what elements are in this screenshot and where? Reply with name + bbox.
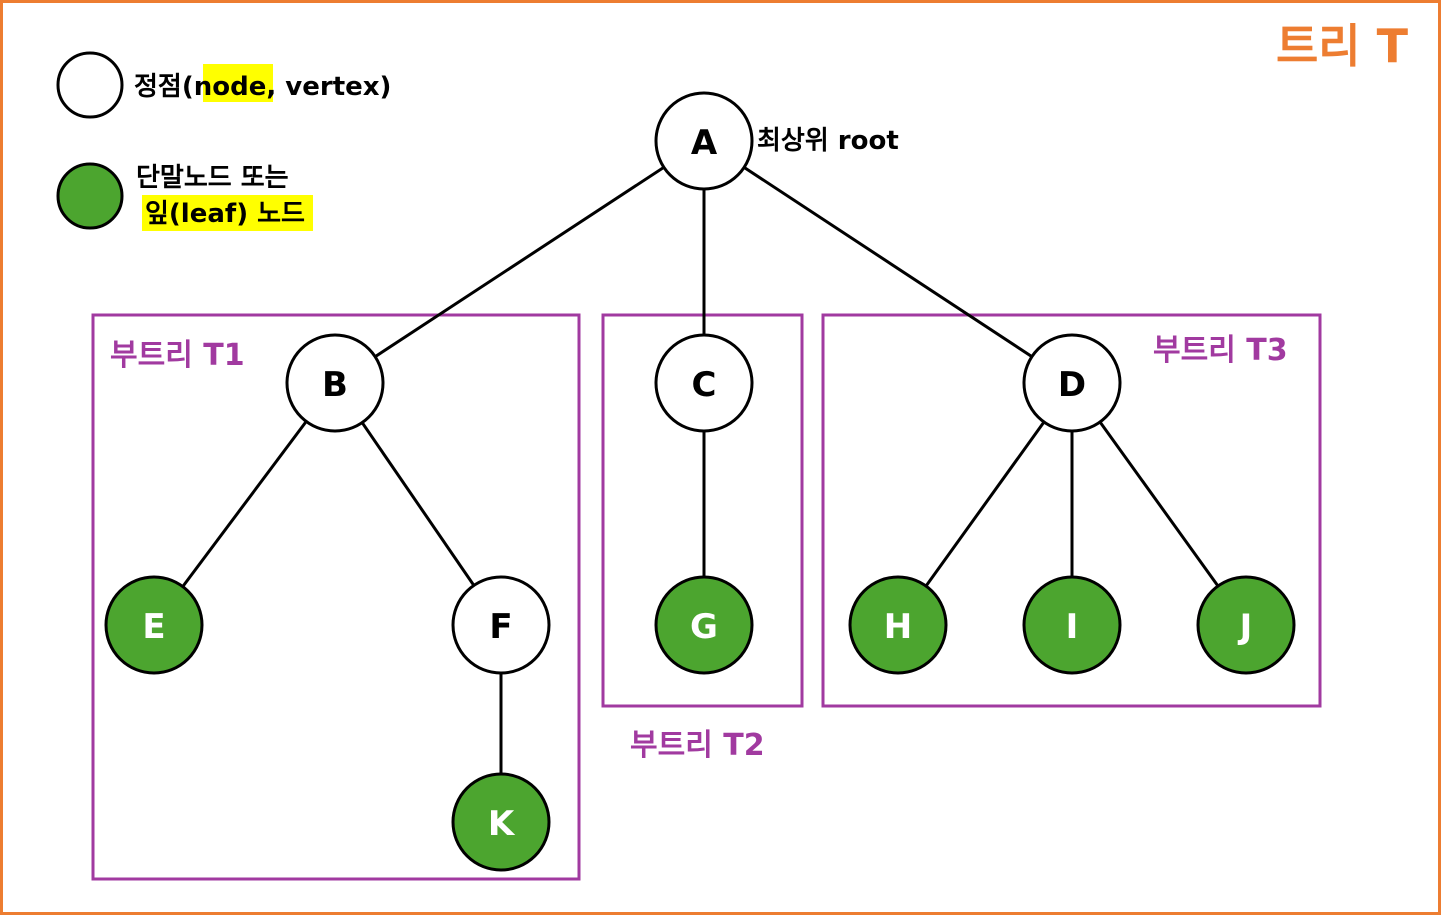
subtree-box-t1 <box>91 313 581 881</box>
node-j: J <box>1196 575 1296 675</box>
node-b: B <box>285 333 385 433</box>
legend-highlight-node <box>203 64 273 102</box>
node-f: F <box>451 575 551 675</box>
node-circle-a <box>654 91 754 191</box>
node-label-a: A <box>691 123 718 163</box>
node-circle-k <box>451 772 551 872</box>
node-label-g: G <box>690 607 718 647</box>
legend-vertex-prefix: 정점( <box>134 72 194 102</box>
edge-b-e <box>152 382 337 626</box>
legend-node-icon <box>56 51 124 119</box>
node-label-f: F <box>489 607 512 647</box>
node-circle-g <box>654 575 754 675</box>
node-circle-i <box>1022 575 1122 675</box>
legend-highlight-leaf <box>142 195 313 231</box>
subtree-label-t2: 부트리 T2 <box>630 728 765 763</box>
legend-leaf-line2: 잎(leaf) 노드 <box>145 199 305 229</box>
node-e: E <box>104 575 204 675</box>
node-circle-b <box>285 333 385 433</box>
node-c: C <box>654 333 754 433</box>
node-label-k: K <box>488 804 516 844</box>
legend-vertex-text: 정점(node, vertex) <box>134 72 391 102</box>
node-circle-d <box>1022 333 1122 433</box>
node-g: G <box>654 575 754 675</box>
node-circle-f <box>451 575 551 675</box>
legend: 정점(node, vertex) 단말노드 또는 잎(leaf) 노드 <box>56 51 391 231</box>
node-label-i: I <box>1066 607 1079 647</box>
edge-d-h <box>896 382 1074 626</box>
subtree-label-t1: 부트리 T1 <box>110 338 245 373</box>
node-k: K <box>451 772 551 872</box>
legend-vertex-suffix: , vertex) <box>266 72 391 102</box>
node-label-b: B <box>322 365 348 405</box>
edge-a-d <box>703 139 1073 385</box>
node-circle-e <box>104 575 204 675</box>
node-label-j: J <box>1238 607 1253 647</box>
legend-leaf-icon <box>56 162 124 230</box>
node-label-d: D <box>1058 365 1086 405</box>
edge-a-b <box>334 139 705 385</box>
node-i: I <box>1022 575 1122 675</box>
subtree-label-t3: 부트리 T3 <box>1153 333 1288 368</box>
edge-d-j <box>1070 382 1248 626</box>
node-a: A <box>654 91 754 191</box>
subtree-box-t3 <box>821 313 1322 708</box>
nodes-layer: A B C D E F G H I J K <box>104 91 1296 872</box>
node-label-e: E <box>142 607 165 647</box>
node-label-c: C <box>692 365 717 405</box>
legend-leaf-line1: 단말노드 또는 <box>136 163 289 193</box>
node-d: D <box>1022 333 1122 433</box>
diagram-title: 트리 T <box>1276 19 1409 73</box>
node-label-h: H <box>884 607 912 647</box>
legend-vertex-highlight: node <box>194 72 267 102</box>
node-circle-h <box>848 575 948 675</box>
node-circle-j <box>1196 575 1296 675</box>
node-circle-c <box>654 333 754 433</box>
node-h: H <box>848 575 948 675</box>
root-label: 최상위 root <box>757 126 899 156</box>
edges-layer <box>152 139 1248 822</box>
